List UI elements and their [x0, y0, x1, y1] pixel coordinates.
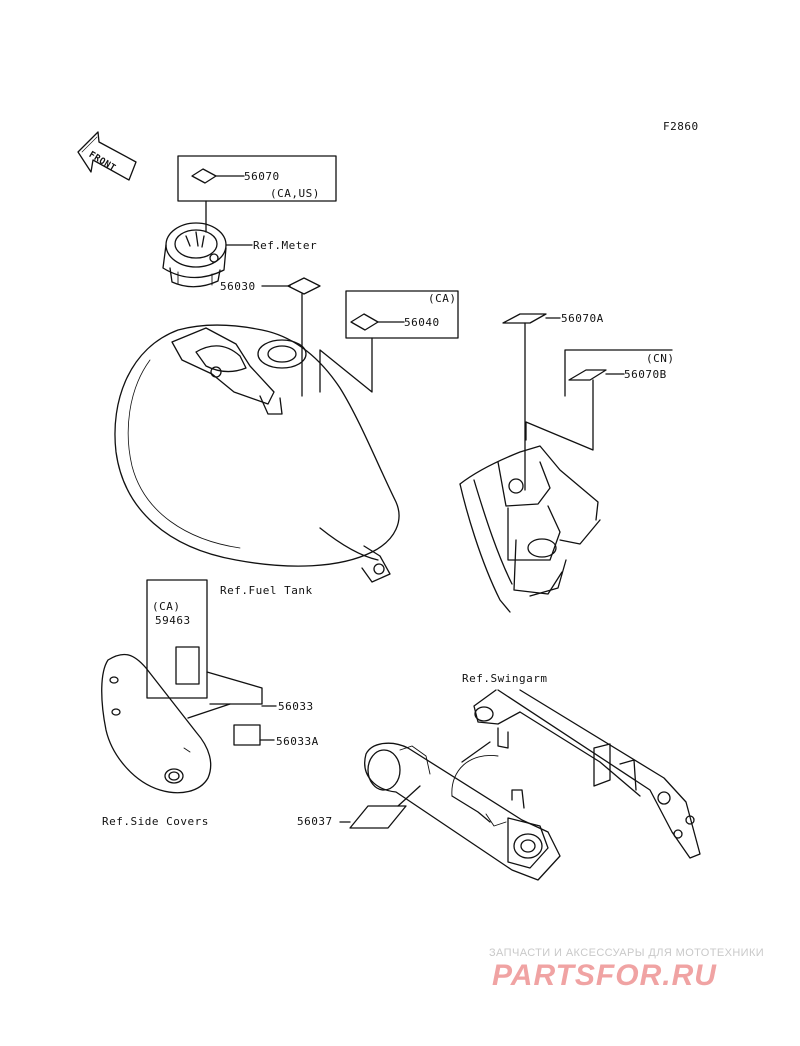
region-56070: (CA,US)	[270, 187, 320, 200]
part-59463: 59463	[155, 614, 191, 627]
label-bracket-56070b	[564, 349, 673, 397]
decal-56070a	[502, 313, 547, 324]
frame-illustration	[459, 445, 601, 613]
part-56033a: 56033A	[276, 735, 319, 748]
decal-56070	[191, 168, 217, 184]
watermark-tagline: ЗАПЧАСТИ И АКСЕССУАРЫ ДЛЯ МОТОТЕХНИКИ	[489, 947, 765, 959]
ref-side-covers: Ref.Side Covers	[102, 815, 209, 828]
decal-56033a	[233, 724, 261, 746]
figure-code: F2860	[663, 120, 699, 133]
part-56040: 56040	[404, 316, 440, 329]
decal-56070b	[568, 369, 607, 381]
part-56037: 56037	[297, 815, 333, 828]
ref-fuel-tank: Ref.Fuel Tank	[220, 584, 313, 597]
region-56070b: (CN)	[646, 352, 675, 365]
part-56070: 56070	[244, 170, 280, 183]
ref-meter: Ref.Meter	[253, 239, 318, 252]
decal-59463	[175, 646, 200, 685]
fuel-tank-illustration	[114, 324, 400, 583]
swingarm-illustration	[364, 689, 701, 881]
part-56070a: 56070A	[561, 312, 604, 325]
label-box-59463	[146, 579, 208, 699]
side-cover-illustration	[101, 653, 212, 794]
region-56040: (CA)	[428, 292, 457, 305]
part-56030: 56030	[220, 280, 256, 293]
decal-56030	[287, 277, 321, 295]
decal-56037	[349, 805, 407, 829]
part-56070b: 56070B	[624, 368, 667, 381]
label-box-56040	[345, 290, 459, 339]
ref-swingarm: Ref.Swingarm	[462, 672, 548, 685]
region-59463: (CA)	[152, 600, 181, 613]
decal-56040	[350, 313, 379, 331]
meter-illustration	[162, 222, 227, 288]
front-arrow-icon	[77, 131, 137, 181]
part-56033: 56033	[278, 700, 314, 713]
label-box-56070	[177, 155, 337, 202]
watermark-logo: PARTSFOR.RU	[492, 959, 717, 992]
